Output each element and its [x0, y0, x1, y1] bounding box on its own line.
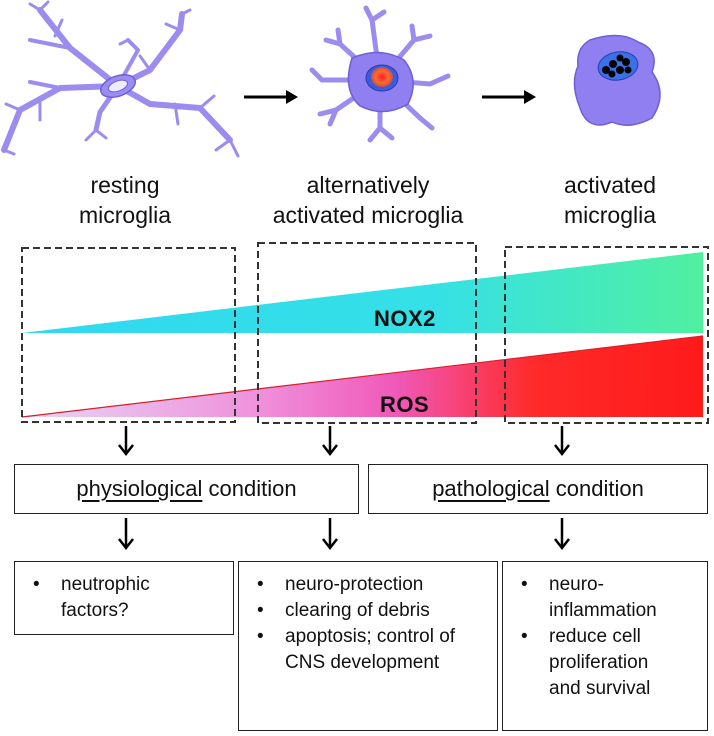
stage-box-activated [504, 246, 709, 424]
arrow-right-icon [482, 90, 536, 104]
arrow-down-icon [554, 518, 570, 551]
resting-microglia-soma [99, 74, 137, 98]
stage-label-alternative: alternatively activated microglia [262, 170, 474, 230]
stage-label-line1: resting [90, 172, 160, 198]
alternatively-activated-microglia-icon [309, 5, 451, 143]
condition-suffix: condition [202, 476, 297, 501]
arrow-down-icon [118, 426, 134, 457]
pathological-condition-box: pathological condition [368, 464, 708, 514]
arrow-down-icon [322, 518, 338, 551]
stage-label-line1: activated [563, 172, 657, 198]
outcome-box-resting: neutrophic factors? [14, 561, 234, 635]
nox2-gradient-wedge [22, 252, 703, 333]
outcome-box-activated: neuro-inflammation reduce cell prolifera… [502, 561, 708, 731]
condition-keyword: pathological [432, 476, 550, 501]
ros-wedge-edge [21, 335, 704, 418]
outcome-item: neutrophic factors? [23, 572, 171, 624]
stage-label-activated: activated microglia [520, 170, 700, 230]
outcome-item: reduce cell proliferation and survival [511, 624, 669, 702]
arrow-right-icon [244, 90, 298, 104]
outcome-item: neuro-inflammation [511, 572, 669, 624]
nox2-label: NOX2 [374, 306, 436, 331]
activated-microglia-icon [573, 34, 661, 126]
stage-label-line1: alternatively [306, 172, 430, 198]
stage-box-resting [21, 247, 236, 423]
arrow-down-icon [554, 426, 570, 457]
stage-label-resting: resting microglia [40, 170, 210, 230]
stage-label-line2: activated microglia [272, 202, 464, 228]
arrow-down-icon [118, 518, 134, 551]
physiological-condition-box: physiological condition [14, 464, 359, 514]
outcome-item: neuro-protection [247, 572, 489, 598]
ros-label: ROS [380, 392, 430, 417]
outcome-item: apoptosis; control of CNS development [247, 624, 475, 676]
stage-label-line2: microglia [563, 202, 657, 228]
condition-keyword: physiological [76, 476, 203, 501]
stage-box-alternative [257, 242, 477, 424]
outcome-box-alternative: neuro-protection clearing of debris apop… [238, 561, 498, 731]
outcome-item: clearing of debris [247, 598, 489, 624]
arrow-down-icon [322, 426, 338, 457]
stage-label-line2: microglia [78, 202, 172, 228]
condition-suffix: condition [549, 476, 644, 501]
